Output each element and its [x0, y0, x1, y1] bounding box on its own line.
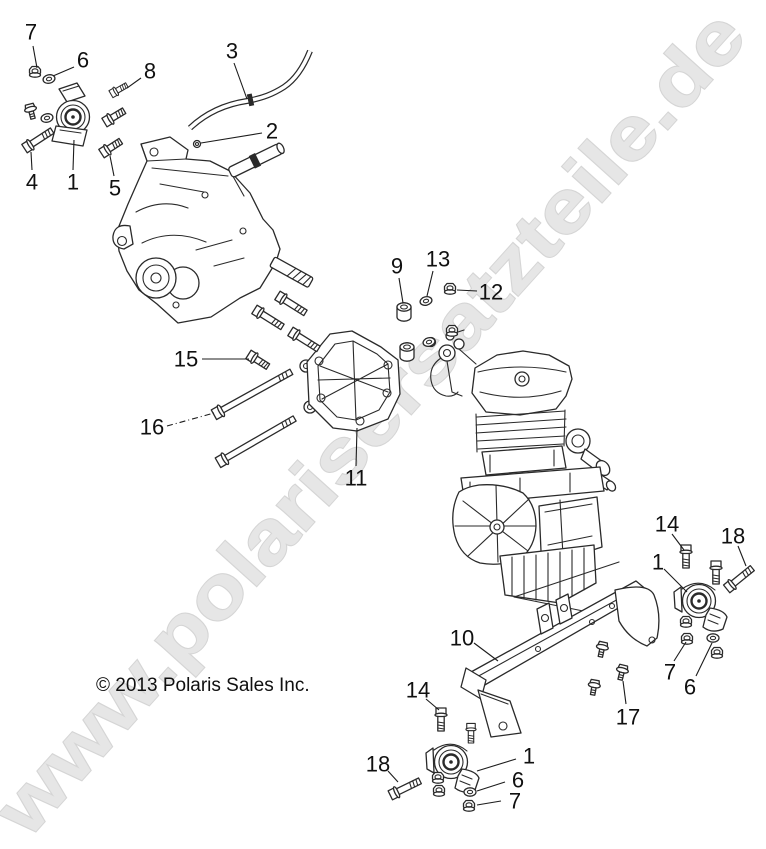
copyright-text: © 2013 Polaris Sales Inc.: [96, 675, 310, 696]
leader-line-8: [126, 77, 142, 89]
hex-bolt: [244, 348, 272, 373]
callout-7: 7: [509, 789, 521, 814]
leader-line-14: [671, 533, 685, 551]
fasteners-bracket10: [586, 640, 631, 697]
engine-drawing: [425, 329, 620, 615]
callout-1: 1: [523, 744, 535, 769]
flange-bolt: [586, 678, 602, 697]
hose-clip: [192, 139, 202, 149]
flange-nut: [679, 615, 693, 628]
leader-line-11: [355, 427, 358, 467]
flange-nut: [710, 646, 724, 659]
flange-nut: [443, 282, 457, 295]
flange-bolt: [613, 663, 631, 682]
callout-14: 14: [406, 678, 430, 703]
transmission-drawing: [112, 136, 314, 324]
callout-12: 12: [479, 280, 503, 305]
washer: [463, 787, 477, 797]
callout-10: 10: [450, 626, 474, 651]
flange-nut: [432, 784, 446, 797]
callout-3: 3: [226, 39, 238, 64]
front-mount-bracket-drawing: [460, 580, 660, 738]
leader-line-10: [473, 642, 499, 662]
callout-6: 6: [684, 675, 696, 700]
hex-bolt: [20, 124, 57, 155]
leader-line-7: [32, 45, 38, 69]
hex-bolt: [273, 289, 310, 319]
hex-bolt: [286, 325, 323, 355]
callout-5: 5: [109, 176, 121, 201]
hex-bolt: [709, 560, 723, 585]
bushing: [396, 302, 412, 322]
leader-line-4: [30, 151, 33, 171]
leader-line-6: [695, 642, 713, 677]
flange-bolt: [22, 102, 40, 121]
callout-17: 17: [616, 705, 640, 730]
callout-7: 7: [664, 660, 676, 685]
hex-bolt: [679, 544, 693, 569]
washer: [39, 111, 55, 125]
leader-line-7: [673, 641, 687, 662]
flange-nut: [28, 65, 42, 78]
flange-nut: [431, 771, 445, 784]
washer: [706, 633, 720, 643]
leader-line-3: [233, 62, 248, 100]
callout-14: 14: [655, 512, 679, 537]
callout-18: 18: [366, 752, 390, 777]
leader-line-16: [166, 412, 215, 427]
flange-bolt: [593, 640, 610, 659]
flange-nut: [445, 324, 459, 337]
leader-line-17: [622, 680, 627, 705]
flange-nut: [462, 799, 476, 812]
hex-bolt: [108, 80, 130, 99]
vent-hose: [187, 49, 313, 131]
hex-bolt: [100, 104, 128, 129]
leader-line-18: [737, 545, 747, 567]
hex-bolt: [434, 707, 448, 732]
engine-mount-bracket-drawing: [299, 330, 401, 432]
callout-2: 2: [266, 119, 278, 144]
hex-bolt: [387, 774, 424, 802]
callout-6: 6: [512, 768, 524, 793]
leader-line-6: [52, 66, 75, 77]
motor-mount-bottom: [424, 743, 481, 794]
callout-1: 1: [652, 550, 664, 575]
callout-18: 18: [721, 524, 745, 549]
leader-line-13: [426, 270, 434, 297]
leader-line-6: [476, 781, 506, 792]
leader-line-1: [663, 568, 688, 593]
callout-9: 9: [391, 254, 403, 279]
hex-bolt: [250, 303, 287, 333]
leader-line-1: [72, 139, 75, 171]
long-hex-bolt: [210, 365, 296, 422]
callout-16: 16: [140, 415, 164, 440]
hex-bolt: [722, 562, 757, 595]
leader-line-9: [398, 277, 404, 304]
leader-line-18: [387, 770, 399, 783]
hex-bolt: [465, 722, 477, 744]
hex-bolt: [97, 135, 125, 160]
leader-line-5: [109, 155, 115, 177]
flange-nut: [680, 632, 694, 645]
callout-15: 15: [174, 347, 198, 372]
bushing: [399, 342, 415, 362]
leader-line-2: [200, 132, 263, 144]
motor-mount-top: [50, 81, 91, 148]
callout-6: 6: [77, 48, 89, 73]
callout-8: 8: [144, 59, 156, 84]
callout-11: 11: [345, 466, 368, 491]
leader-line-7: [476, 800, 502, 806]
callout-13: 13: [426, 247, 450, 272]
leader-line-14: [425, 698, 440, 711]
callout-4: 4: [26, 170, 38, 195]
leader-line-1: [476, 758, 517, 772]
leader-line-12: [456, 289, 478, 292]
callout-1: 1: [67, 170, 79, 195]
callout-7: 7: [25, 20, 37, 45]
